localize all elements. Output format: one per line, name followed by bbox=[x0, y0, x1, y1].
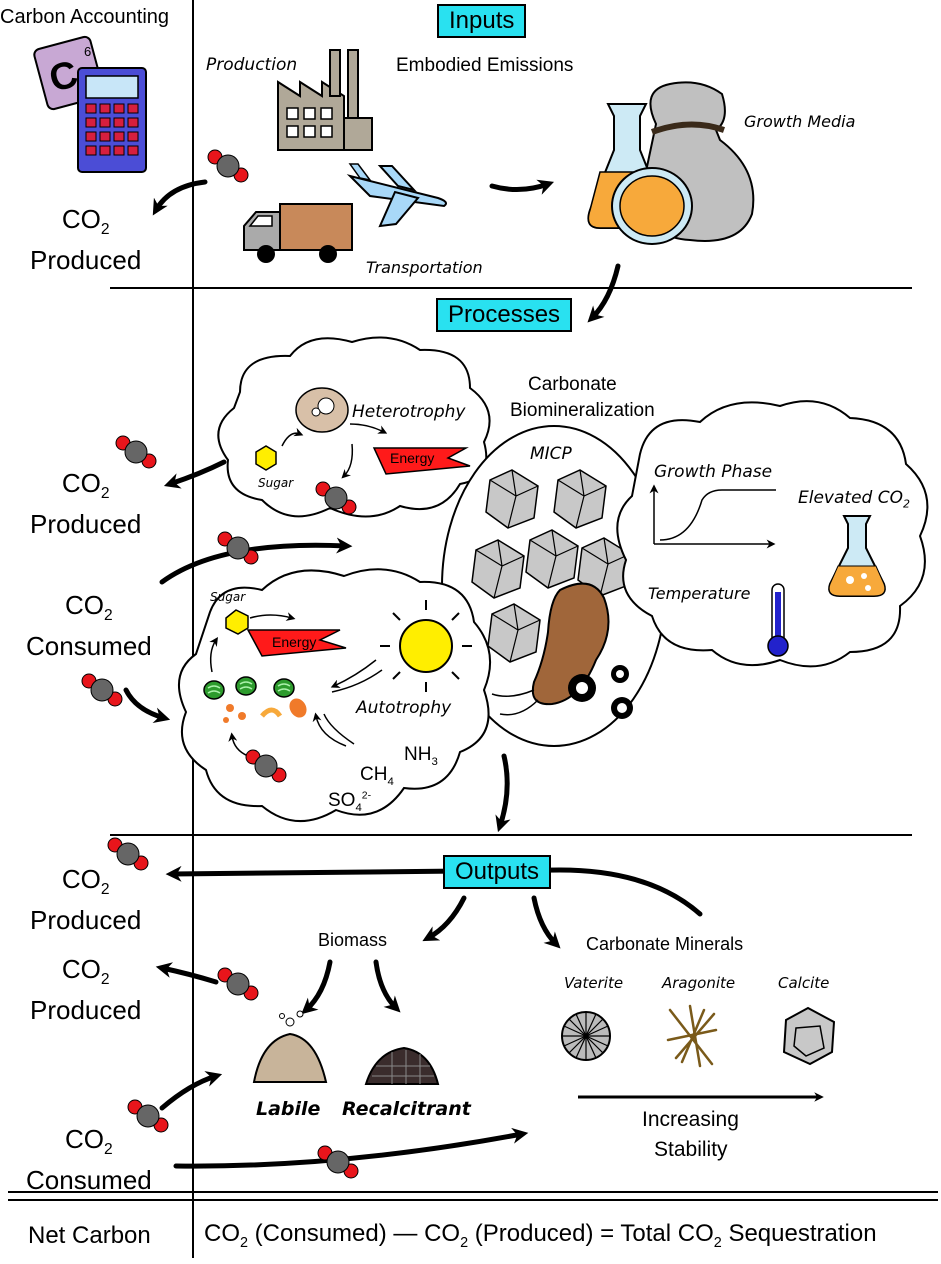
stability-label: Stability bbox=[654, 1138, 728, 1161]
co2-molecule-icon bbox=[217, 967, 259, 1001]
output-arrows bbox=[155, 865, 703, 1169]
carbonate-biomin-label-2: Biomineralization bbox=[510, 400, 655, 421]
input-arrows bbox=[152, 179, 621, 323]
growth-phase-label: Growth Phase bbox=[654, 462, 773, 482]
calcite-label: Calcite bbox=[778, 974, 830, 992]
carbonate-minerals-label: Carbonate Minerals bbox=[586, 934, 744, 954]
ch4-label: CH4 bbox=[360, 764, 394, 788]
energy-label-2: Energy bbox=[272, 634, 317, 650]
vaterite-label: Vaterite bbox=[564, 974, 624, 992]
growth-conditions-cloud bbox=[616, 400, 929, 668]
heterotrophy-label: Heterotrophy bbox=[352, 402, 466, 422]
energy-label-1: Energy bbox=[390, 450, 435, 466]
labile-label: Labile bbox=[256, 1098, 321, 1120]
section-header-inputs: Inputs bbox=[437, 4, 527, 38]
net-carbon-label: Net Carbon bbox=[28, 1222, 151, 1249]
heterotrophy-cloud bbox=[217, 336, 491, 518]
autotrophy-cloud bbox=[178, 568, 491, 822]
co2-molecule-icon bbox=[81, 673, 123, 707]
recalcitrant-pile-icon bbox=[364, 1046, 440, 1085]
labile-pile-icon bbox=[252, 1010, 328, 1083]
airplane-icon bbox=[346, 163, 447, 228]
micp-label: MICP bbox=[530, 444, 572, 464]
carbon-accounting-label: Carbon Accounting bbox=[0, 6, 170, 28]
frame-lines bbox=[8, 0, 938, 1258]
micp-oval bbox=[441, 425, 667, 747]
so4-label: SO42- bbox=[328, 790, 372, 814]
recalcitrant-label: Recalcitrant bbox=[342, 1098, 471, 1120]
section-header-processes: Processes bbox=[436, 298, 573, 332]
growth-media-label: Growth Media bbox=[744, 112, 856, 131]
calculator-icon bbox=[33, 35, 147, 173]
autotrophy-label: Autotrophy bbox=[356, 698, 452, 718]
growth-media-icon bbox=[587, 81, 755, 245]
elevated-co2-label: Elevated CO2 bbox=[798, 488, 910, 511]
biomass-label: Biomass bbox=[318, 930, 388, 950]
section-header-outputs: Outputs bbox=[443, 855, 552, 889]
aragonite-label: Aragonite bbox=[662, 974, 736, 992]
embodied-emissions-label: Embodied Emissions bbox=[396, 55, 574, 76]
factory-icon bbox=[277, 49, 373, 151]
sequestration-equation: CO2 (Consumed) — CO2 (Produced) = Total … bbox=[204, 1220, 877, 1251]
carbonate-biomin-label-1: Carbonate bbox=[528, 374, 617, 395]
sugar-label-2: Sugar bbox=[210, 590, 246, 604]
sugar-label-1: Sugar bbox=[258, 476, 294, 490]
calcite-icon bbox=[782, 1006, 836, 1066]
vaterite-icon bbox=[561, 1011, 611, 1061]
co2-molecule-icon bbox=[115, 435, 157, 469]
co2-molecule-icon bbox=[207, 149, 249, 183]
aragonite-icon bbox=[666, 1004, 718, 1068]
temperature-label: Temperature bbox=[648, 584, 751, 603]
nh3-label: NH3 bbox=[404, 744, 438, 768]
transportation-label: Transportation bbox=[366, 258, 483, 277]
production-label: Production bbox=[206, 55, 298, 75]
carbon-atomic-number: 6 bbox=[84, 44, 92, 59]
increasing-label: Increasing bbox=[642, 1108, 739, 1131]
truck-icon bbox=[243, 203, 353, 263]
